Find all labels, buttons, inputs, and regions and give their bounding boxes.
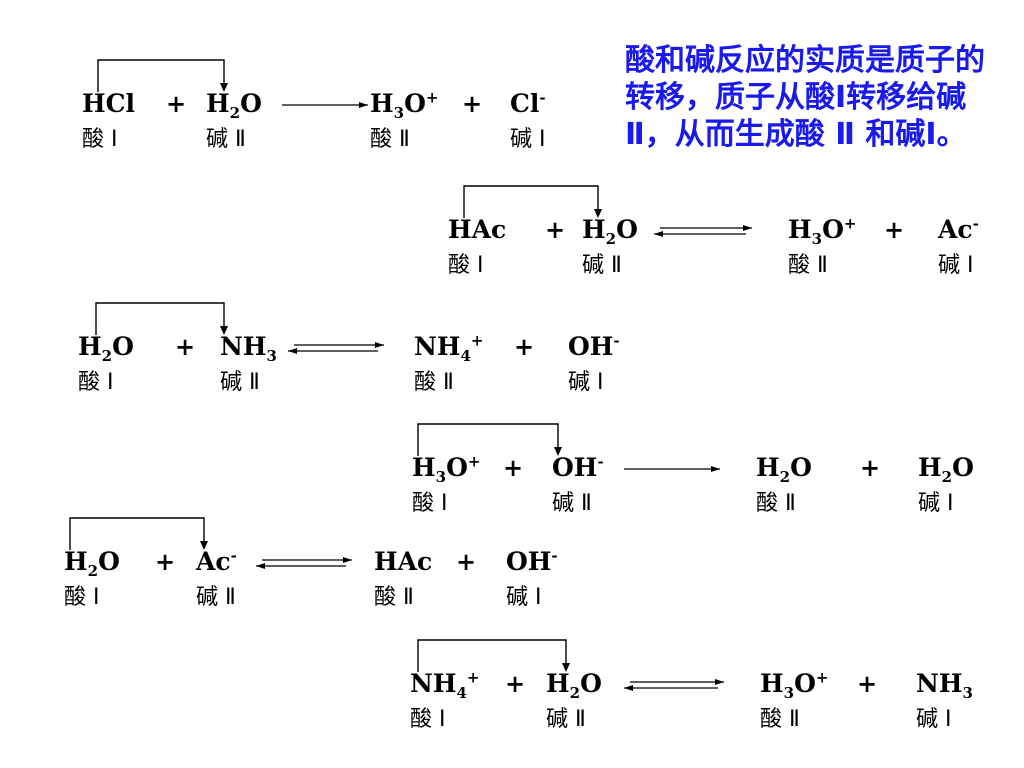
reaction-3-species-2: NH3	[220, 332, 277, 365]
reaction-2-role-3: 酸 Ⅱ	[788, 253, 828, 278]
reaction-3-proton-transfer-arrow-head	[220, 326, 228, 335]
reaction-2-role-1: 酸 Ⅰ	[448, 253, 484, 278]
reaction-1-species-1: HCl	[82, 89, 136, 118]
reaction-1-plus-1: +	[166, 89, 187, 118]
reaction-4-plus-2: +	[860, 453, 881, 482]
reaction-6-role-4: 碱 Ⅰ	[916, 707, 952, 732]
reaction-3-reverse-arrow-head	[288, 348, 297, 354]
reaction-6-plus-2: +	[857, 669, 878, 698]
reaction-5-reverse-arrow-head	[256, 563, 265, 569]
reaction-4-role-2: 碱 Ⅱ	[552, 491, 592, 516]
reaction-1-role-4: 碱 Ⅰ	[510, 127, 546, 152]
reaction-4-species-3: H2O	[756, 453, 812, 486]
reaction-2-species-2: H2O	[582, 215, 638, 248]
reaction-4-role-1: 酸 Ⅰ	[412, 491, 448, 516]
reaction-3-plus-1: +	[175, 332, 196, 361]
reaction-2-proton-transfer-bracket	[463, 185, 599, 218]
reaction-2-species-4: Ac-	[938, 214, 979, 244]
reaction-4-species-1: H3O+	[412, 452, 481, 486]
reaction-3-role-3: 酸 Ⅱ	[414, 370, 454, 395]
reaction-1-proton-transfer-bracket	[97, 59, 225, 92]
reaction-2-role-2: 碱 Ⅱ	[582, 253, 622, 278]
reaction-5-role-2: 碱 Ⅱ	[196, 585, 236, 610]
reaction-6-species-2: H2O	[546, 669, 602, 702]
reaction-1-plus-2: +	[462, 89, 483, 118]
reaction-5-proton-transfer-arrow-head	[200, 541, 208, 550]
reaction-4-species-2: OH-	[552, 452, 604, 482]
reaction-3-role-1: 酸 Ⅰ	[78, 370, 114, 395]
explanation-text: 酸和碱反应的实质是质子的转移，质子从酸Ⅰ转移给碱Ⅱ，从而生成酸 Ⅱ 和碱Ⅰ。	[625, 43, 985, 152]
reaction-3-species-1: H2O	[78, 332, 134, 365]
reaction-2-reverse-arrow-head	[654, 231, 663, 237]
reaction-6-proton-transfer-bracket	[417, 639, 567, 672]
reaction-1-species-3: H3O+	[370, 88, 439, 122]
reaction-3-role-2: 碱 Ⅱ	[220, 370, 260, 395]
reaction-1-role-1: 酸 Ⅰ	[82, 127, 118, 152]
reaction-4-plus-1: +	[503, 453, 524, 482]
reaction-1-role-3: 酸 Ⅱ	[370, 127, 410, 152]
reaction-2-role-4: 碱 Ⅰ	[938, 253, 974, 278]
reaction-6-plus-1: +	[505, 669, 526, 698]
reaction-6-role-1: 酸 Ⅰ	[410, 707, 446, 732]
reaction-3-species-4: OH-	[568, 331, 620, 361]
reaction-3-forward-arrow-head	[375, 342, 384, 348]
reaction-4-role-3: 酸 Ⅱ	[756, 491, 796, 516]
reaction-5-role-4: 碱 Ⅰ	[506, 585, 542, 610]
reaction-1-species-2: H2O	[206, 89, 262, 122]
reaction-2-plus-2: +	[884, 215, 905, 244]
reaction-3-species-3: NH4+	[414, 331, 484, 365]
reaction-4-role-4: 碱 Ⅰ	[918, 491, 954, 516]
reaction-5-species-4: OH-	[506, 546, 558, 576]
reaction-5-proton-transfer-bracket	[69, 517, 205, 550]
reaction-2-forward-arrow-head	[743, 225, 752, 231]
reaction-6-reverse-arrow-head	[624, 685, 633, 691]
reaction-2-plus-1: +	[545, 215, 566, 244]
reaction-5-plus-1: +	[155, 547, 176, 576]
reaction-6-forward-arrow-head	[715, 679, 724, 685]
reaction-5-plus-2: +	[456, 547, 477, 576]
reaction-6-role-3: 酸 Ⅱ	[760, 707, 800, 732]
reaction-1-species-4: Cl-	[510, 88, 546, 118]
reaction-3-role-4: 碱 Ⅰ	[568, 370, 604, 395]
reaction-5-species-3: HAc	[374, 547, 433, 576]
reaction-5-forward-arrow-head	[343, 557, 352, 563]
reaction-6-species-4: NH3	[916, 669, 973, 702]
reaction-6-species-3: H3O+	[760, 668, 829, 702]
reaction-4-forward-arrow-head	[711, 466, 720, 472]
reaction-5-species-1: H2O	[64, 547, 120, 580]
reaction-2-species-3: H3O+	[788, 214, 857, 248]
reaction-4-species-4: H2O	[918, 453, 974, 486]
reaction-3-proton-transfer-bracket	[95, 302, 225, 335]
reaction-1-forward-arrow-head	[359, 102, 368, 108]
reaction-1-role-2: 碱 Ⅱ	[206, 127, 246, 152]
reaction-2-proton-transfer-arrow-head	[594, 209, 602, 218]
reaction-6-role-2: 碱 Ⅱ	[546, 707, 586, 732]
reaction-1-proton-transfer-arrow-head	[220, 83, 228, 92]
reaction-3-plus-2: +	[514, 332, 535, 361]
reaction-2-species-1: HAc	[448, 215, 507, 244]
reaction-5-role-3: 酸 Ⅱ	[374, 585, 414, 610]
reaction-6-species-1: NH4+	[410, 668, 480, 702]
reaction-5-species-2: Ac-	[196, 546, 237, 576]
reaction-5-role-1: 酸 Ⅰ	[64, 585, 100, 610]
reaction-4-proton-transfer-arrow-head	[554, 447, 562, 456]
reaction-4-proton-transfer-bracket	[417, 423, 559, 456]
reaction-6-proton-transfer-arrow-head	[562, 663, 570, 672]
